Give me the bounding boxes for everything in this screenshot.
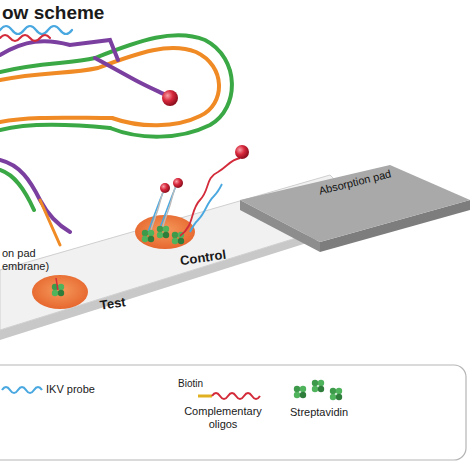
absorption-pad <box>240 165 470 252</box>
part-label: Biotin <box>178 378 203 390</box>
legend-frame <box>0 365 466 460</box>
probe-sample <box>2 387 42 393</box>
diagram-title: ow scheme <box>2 2 104 24</box>
gold-nanoparticle <box>162 90 178 106</box>
oligo-sample <box>198 393 260 399</box>
legend-text: Complementary oligos <box>178 405 268 430</box>
streptavidin-sample <box>294 380 342 400</box>
hairpin-probes <box>0 26 232 245</box>
legend-text: Streptavidin <box>290 406 348 419</box>
part-label: on pad embrane) <box>2 247 54 272</box>
test-line <box>32 275 88 309</box>
control-line <box>135 145 249 249</box>
part-label: Test <box>99 295 127 313</box>
legend-text: IKV probe <box>46 383 95 396</box>
